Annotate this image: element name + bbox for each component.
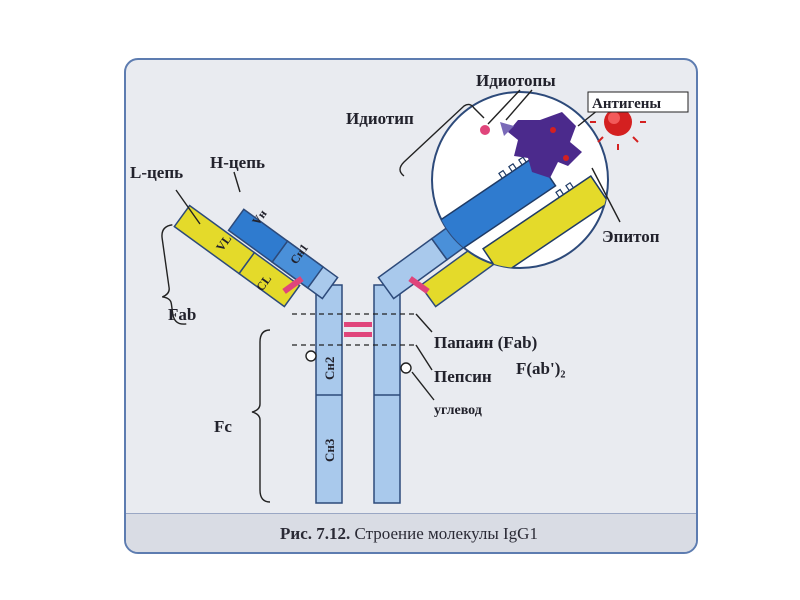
- right-interchain-disulfide: [408, 276, 430, 294]
- left-interchain-disulfide: [282, 276, 304, 294]
- carbohydrate-right-marker: [400, 362, 412, 374]
- zoom-light-chain: [482, 174, 608, 268]
- figure-caption: Рис. 7.12. Строение молекулы IgG1: [124, 518, 694, 550]
- zoom-inset: [431, 91, 609, 269]
- idiotope-marker-triangle: [500, 122, 514, 136]
- h-chain-pointer: [233, 171, 241, 193]
- figure-frame: [124, 58, 698, 554]
- carbohydrate-pointer: [411, 371, 435, 401]
- l-chain-pointer: [175, 189, 201, 225]
- hinge-disulfide-bonds: [344, 322, 372, 337]
- fab-bracket: [161, 224, 187, 325]
- epitope-pointer: [591, 167, 621, 223]
- fab-label: Fab: [168, 305, 196, 324]
- domain-ch3-label: Cн3: [322, 438, 337, 462]
- idiotope-pointer-b: [505, 89, 533, 121]
- left-heavy-chain-arm: [227, 208, 339, 300]
- carbohydrate-label: углевод: [434, 403, 482, 418]
- idiotopes-label: Идиотопы: [476, 71, 556, 90]
- fc-stem-left: [315, 284, 343, 504]
- idiotope-pointer-a: [487, 89, 521, 125]
- papain-pointer: [415, 313, 433, 333]
- l-chain-label: L-цепь: [130, 163, 183, 182]
- fc-bracket: [251, 329, 271, 503]
- pepsin-label: Пепсин: [434, 367, 492, 386]
- antigen-pointer: [577, 109, 599, 127]
- domain-ch2-label: Cн2: [322, 357, 337, 380]
- papain-label: Папаин (Fab): [434, 333, 537, 352]
- idiotype-bracket: [399, 103, 485, 177]
- pepsin-pointer: [415, 344, 433, 371]
- epitope-label: Эпитоп: [602, 227, 660, 246]
- carbohydrate-left-marker: [305, 350, 317, 362]
- antigens-label-box: [587, 91, 689, 113]
- idiotope-marker-circle: [480, 125, 490, 135]
- antigen-icon: [590, 94, 646, 150]
- fc-stem-right: [373, 284, 401, 504]
- antigens-label: Антигены: [592, 96, 661, 112]
- fc-label: Fc: [214, 417, 232, 436]
- idiotype-label: Идиотип: [346, 109, 414, 128]
- h-chain-label: Н-цепь: [210, 153, 265, 172]
- left-light-chain: [173, 204, 301, 308]
- figure-number: Рис. 7.12.: [280, 524, 351, 543]
- figure-title: Строение молекулы IgG1: [354, 524, 538, 543]
- epitope-shape: [508, 112, 582, 178]
- caption-band: [126, 513, 696, 552]
- fab2-label: F(ab')₂: [516, 359, 565, 378]
